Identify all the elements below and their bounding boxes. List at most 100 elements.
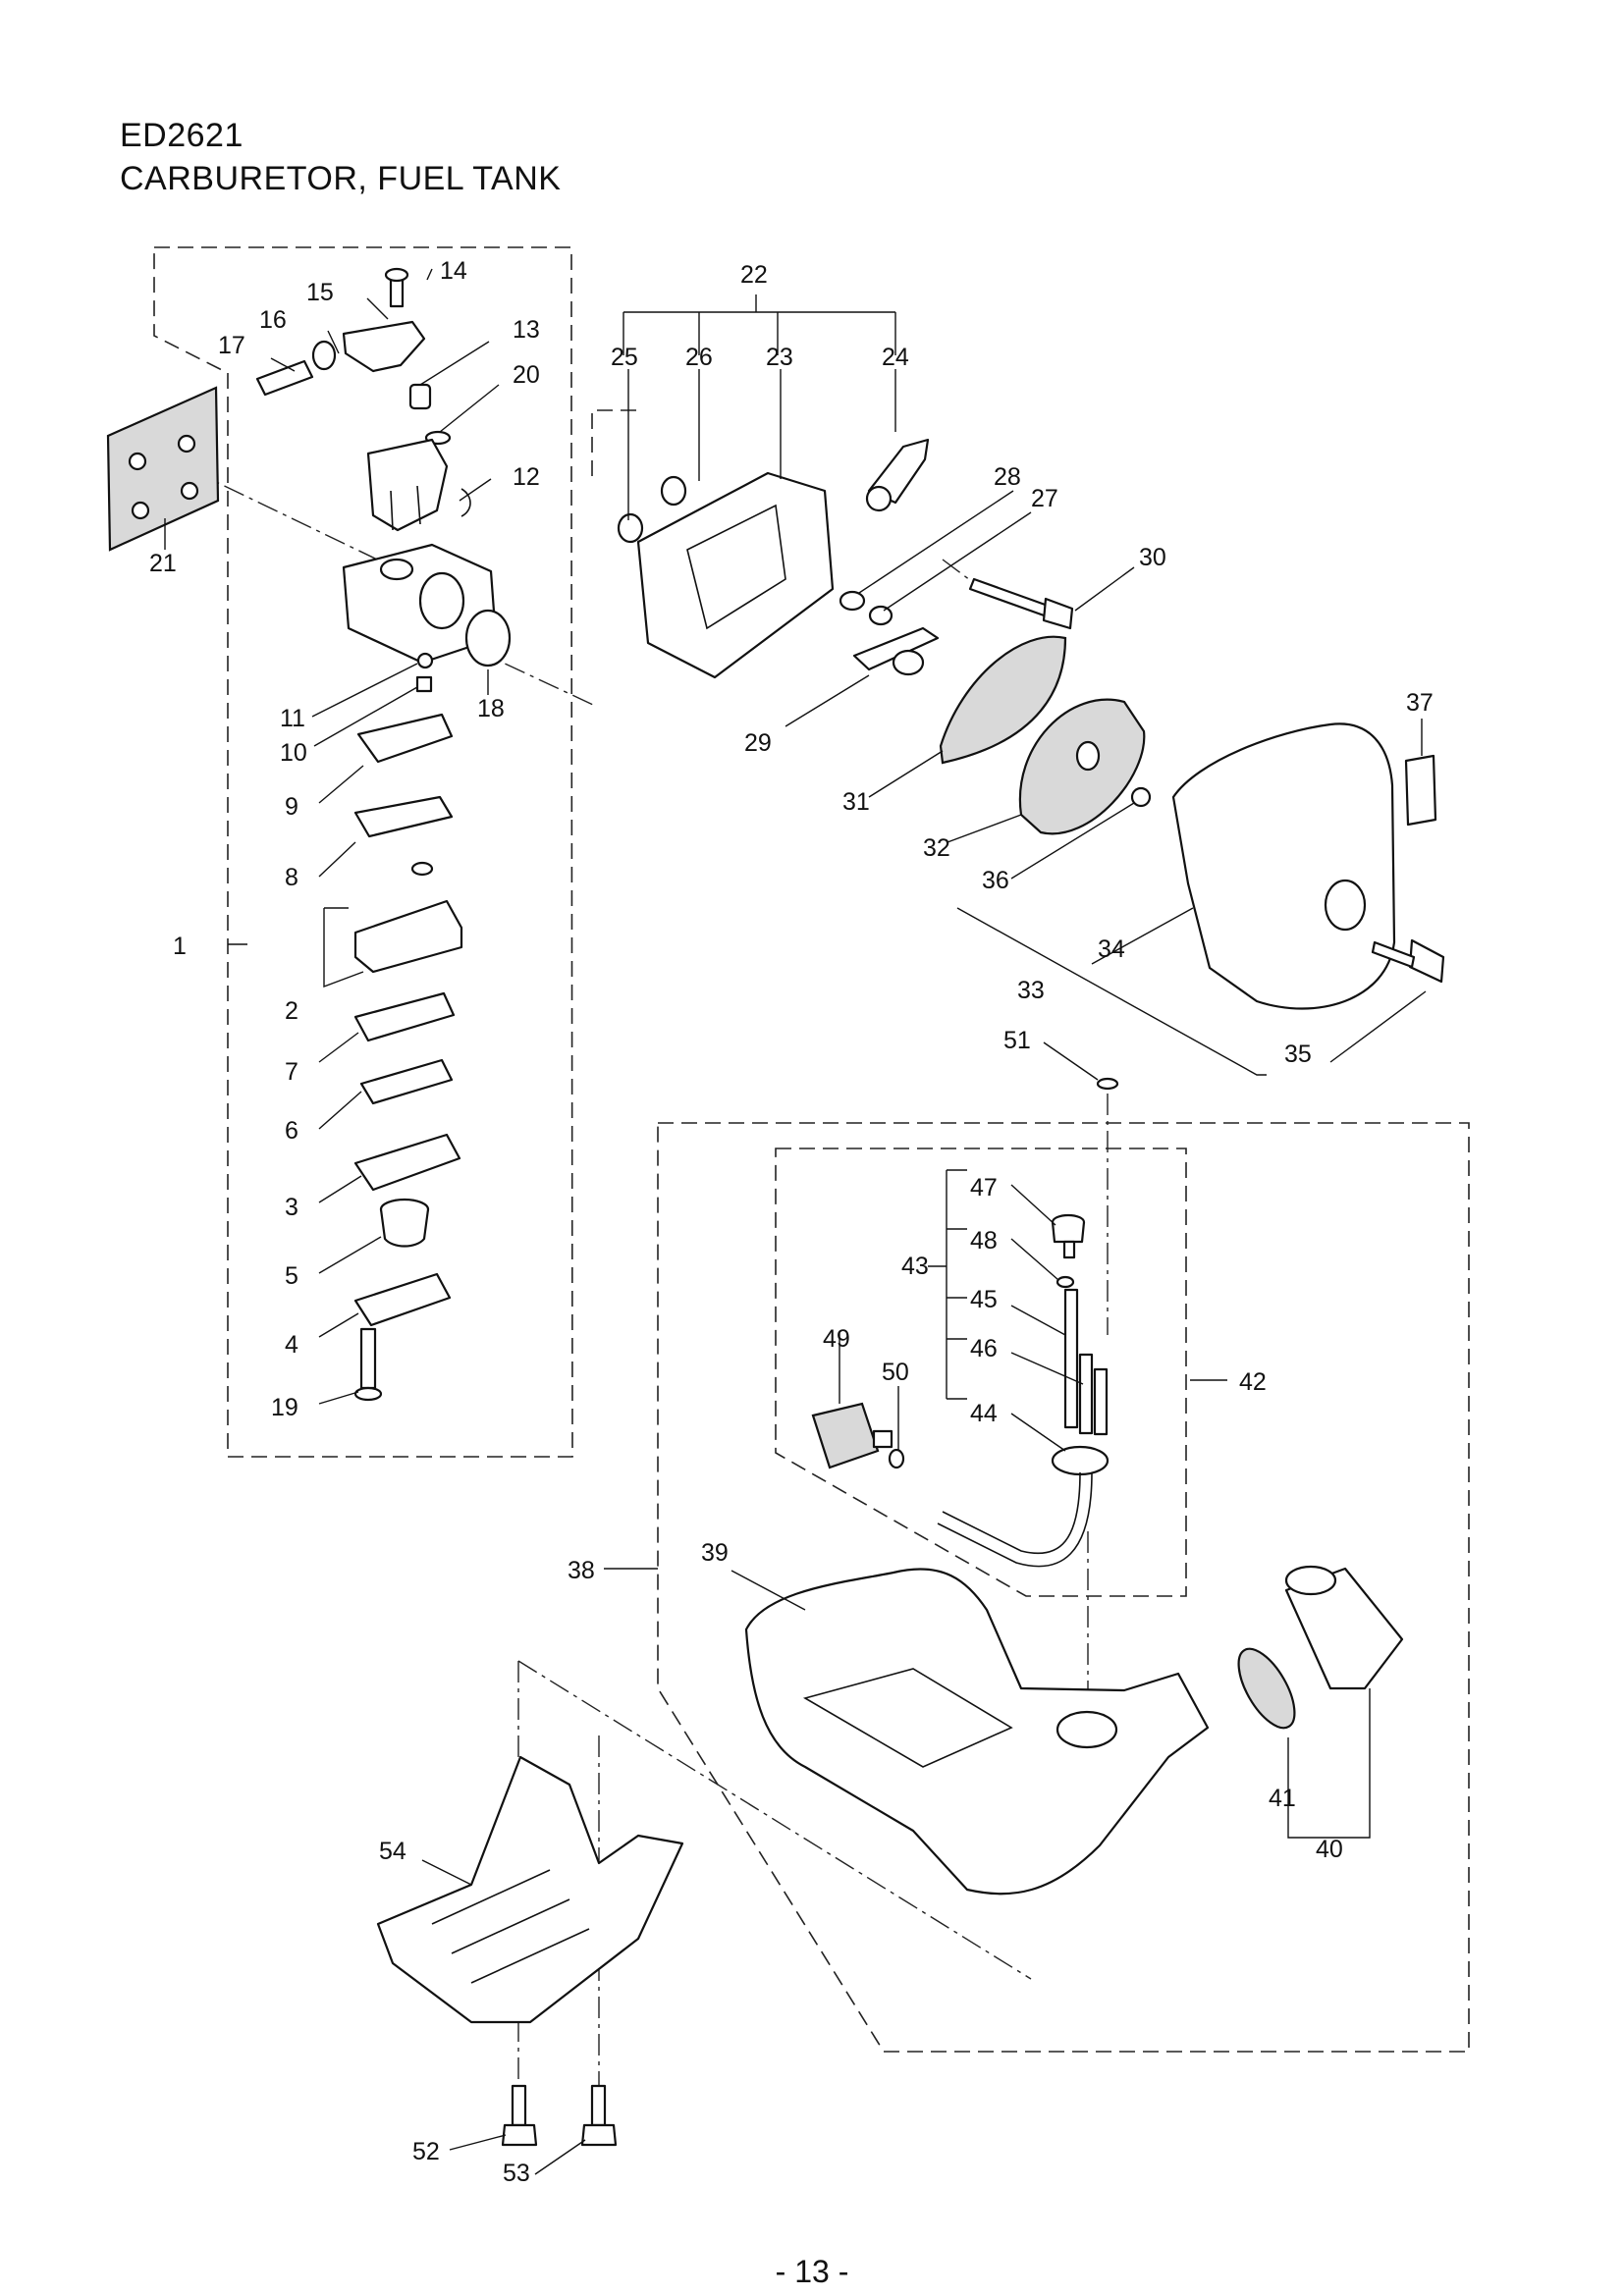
fuel-tank-assembly-box (657, 1122, 1470, 2053)
callout-53: 53 (503, 2160, 530, 2187)
callout-labels: 1 2 3 4 5 6 7 8 9 10 11 12 13 14 15 16 1… (149, 257, 1434, 2187)
screw-19 (353, 1327, 383, 1402)
carburetor-body (342, 543, 498, 665)
callout-43: 43 (901, 1253, 929, 1280)
callout-30: 30 (1139, 544, 1166, 571)
label-37 (1404, 754, 1437, 827)
callout-38: 38 (568, 1557, 595, 1584)
part-drawings (106, 267, 1445, 2147)
callout-4: 4 (285, 1331, 298, 1359)
callout-5: 5 (285, 1262, 298, 1290)
bolt-52 (501, 2084, 538, 2147)
bolt-30 (968, 577, 1074, 630)
gasket-8 (353, 795, 454, 838)
callout-9: 9 (285, 793, 298, 821)
plate-9 (356, 713, 454, 764)
callout-7: 7 (285, 1058, 298, 1086)
choke-lever-24 (865, 438, 930, 512)
callout-22: 22 (740, 261, 768, 289)
filter-47 (1051, 1213, 1086, 1259)
gasket-7 (353, 991, 456, 1042)
needle-13 (408, 383, 452, 446)
callout-44: 44 (970, 1400, 998, 1427)
callout-3: 3 (285, 1194, 298, 1221)
gasket-18 (464, 609, 512, 667)
callout-37: 37 (1406, 689, 1434, 717)
callout-54: 54 (379, 1838, 406, 1865)
callout-26: 26 (685, 344, 713, 371)
callout-18: 18 (477, 695, 505, 722)
callout-24: 24 (882, 344, 909, 371)
intake-axis (470, 647, 594, 706)
callout-31: 31 (842, 788, 870, 816)
callout-15: 15 (306, 279, 334, 306)
fuel-tank-39 (744, 1568, 1210, 1896)
carburetor-assembly-box (153, 246, 573, 1458)
filter-49 (811, 1402, 893, 1469)
callout-21: 21 (149, 550, 177, 577)
callout-12: 12 (513, 463, 540, 491)
gasket-21 (106, 386, 220, 552)
callout-28: 28 (994, 463, 1021, 491)
filter-32 (1018, 698, 1146, 835)
washer-27 (868, 605, 893, 626)
fuel-pickup-assembly-box (775, 1148, 1187, 1597)
part-10 (415, 675, 433, 693)
spacers-25-26 (617, 475, 687, 544)
callout-6: 6 (285, 1117, 298, 1145)
callout-47: 47 (970, 1174, 998, 1201)
callout-41: 41 (1269, 1785, 1296, 1812)
primer-5 (379, 1198, 430, 1248)
clamp-50 (888, 1448, 905, 1469)
screen-31 (939, 635, 1067, 765)
air-cleaner-box (591, 409, 638, 476)
assembly-lines (156, 453, 1435, 2091)
callout-34: 34 (1098, 935, 1125, 963)
callout-27: 27 (1031, 485, 1058, 512)
callout-50: 50 (882, 1359, 909, 1386)
part-11 (416, 652, 434, 669)
clip-51 (1096, 1077, 1119, 1091)
callout-13: 13 (513, 316, 540, 344)
diaphragm-6 (359, 1058, 454, 1105)
callout-51: 51 (1003, 1027, 1031, 1054)
callout-8: 8 (285, 864, 298, 891)
model-number: ED2621 (120, 117, 244, 154)
callout-17: 17 (218, 332, 245, 359)
pickup-44 (937, 1288, 1110, 1568)
callout-42: 42 (1239, 1368, 1267, 1396)
callout-14: 14 (440, 257, 467, 285)
callout-40: 40 (1316, 1836, 1343, 1863)
guard-54 (376, 1755, 684, 2024)
callout-39: 39 (701, 1539, 729, 1567)
callout-49: 49 (823, 1325, 850, 1353)
callout-36: 36 (982, 867, 1009, 894)
callout-35: 35 (1284, 1041, 1312, 1068)
leader-lines (164, 268, 1427, 2175)
callout-29: 29 (744, 729, 772, 757)
callout-32: 32 (923, 834, 950, 862)
bracket-15 (255, 267, 426, 397)
callout-48: 48 (970, 1227, 998, 1255)
callout-45: 45 (970, 1286, 998, 1313)
callout-46: 46 (970, 1335, 998, 1362)
cap-40 (1284, 1565, 1404, 1690)
carburetor-top (366, 438, 471, 532)
pump-body-2 (353, 861, 463, 974)
cover-34 (1171, 722, 1396, 1010)
clip-36 (1130, 786, 1152, 808)
gasket-41 (1237, 1647, 1296, 1730)
callout-52: 52 (412, 2138, 440, 2165)
callout-19: 19 (271, 1394, 298, 1421)
page-number: - 13 - (775, 2254, 849, 2289)
callout-23: 23 (766, 344, 793, 371)
washer-28 (839, 590, 866, 612)
bolt-53 (580, 2084, 618, 2147)
callout-16: 16 (259, 306, 287, 334)
cover-3 (353, 1133, 461, 1192)
callout-10: 10 (280, 739, 307, 767)
plate-4 (353, 1272, 452, 1327)
air-cleaner-body-23 (636, 471, 835, 679)
callout-33: 33 (1017, 977, 1045, 1004)
